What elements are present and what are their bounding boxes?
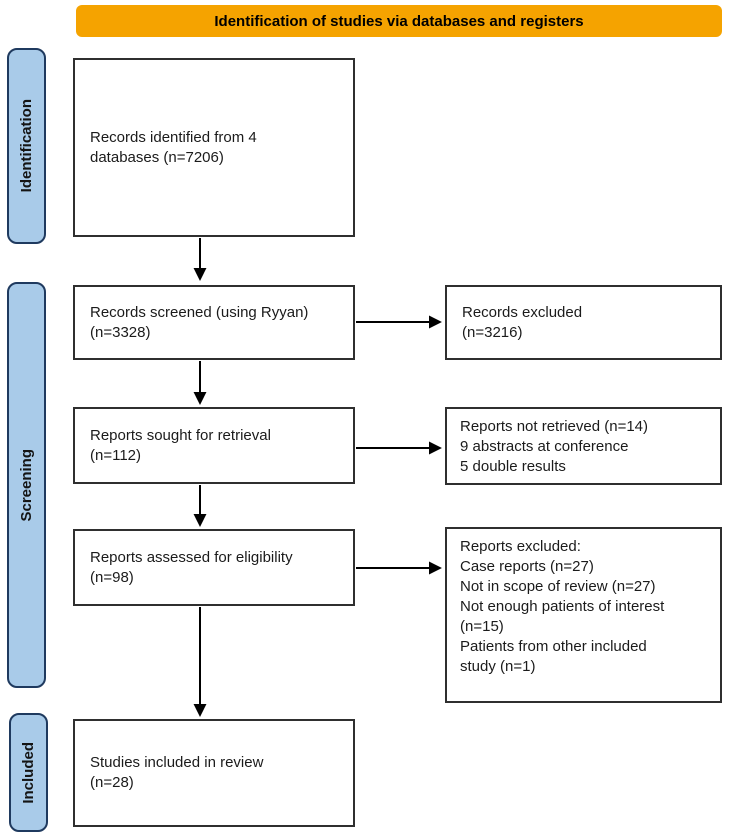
stage-label-included: Included (9, 713, 48, 832)
stage-label-included-text: Included (20, 741, 37, 804)
box-reports-sought-text: Reports sought for retrieval(n=112) (90, 426, 271, 464)
box-studies-included: Studies included in review(n=28) (73, 719, 355, 827)
box-records-excluded-text: Records excluded(n=3216) (462, 303, 583, 341)
stage-label-identification-text: Identification (18, 99, 35, 193)
box-reports-not-retrieved: Reports not retrieved (n=14)9 abstracts … (445, 407, 722, 485)
stage-label-screening: Screening (7, 282, 46, 688)
banner-title: Identification of studies via databases … (76, 5, 722, 37)
box-reports-assessed-text: Reports assessed for eligibility(n=98) (90, 548, 293, 586)
box-records-screened: Records screened (using Ryyan)(n=3328) (73, 285, 355, 360)
stage-label-screening-text: Screening (18, 448, 35, 522)
box-reports-excluded-text: Reports excluded:Case reports (n=27)Not … (460, 538, 665, 675)
box-studies-included-text: Studies included in review(n=28) (90, 754, 264, 791)
box-records-excluded: Records excluded(n=3216) (445, 285, 722, 360)
box-reports-sought: Reports sought for retrieval(n=112) (73, 407, 355, 484)
box-records-screened-text: Records screened (using Ryyan)(n=3328) (90, 303, 309, 341)
box-reports-excluded: Reports excluded:Case reports (n=27)Not … (445, 527, 722, 703)
box-reports-not-retrieved-text: Reports not retrieved (n=14)9 abstracts … (460, 418, 649, 475)
box-reports-assessed: Reports assessed for eligibility(n=98) (73, 529, 355, 606)
stage-label-identification: Identification (7, 48, 46, 244)
